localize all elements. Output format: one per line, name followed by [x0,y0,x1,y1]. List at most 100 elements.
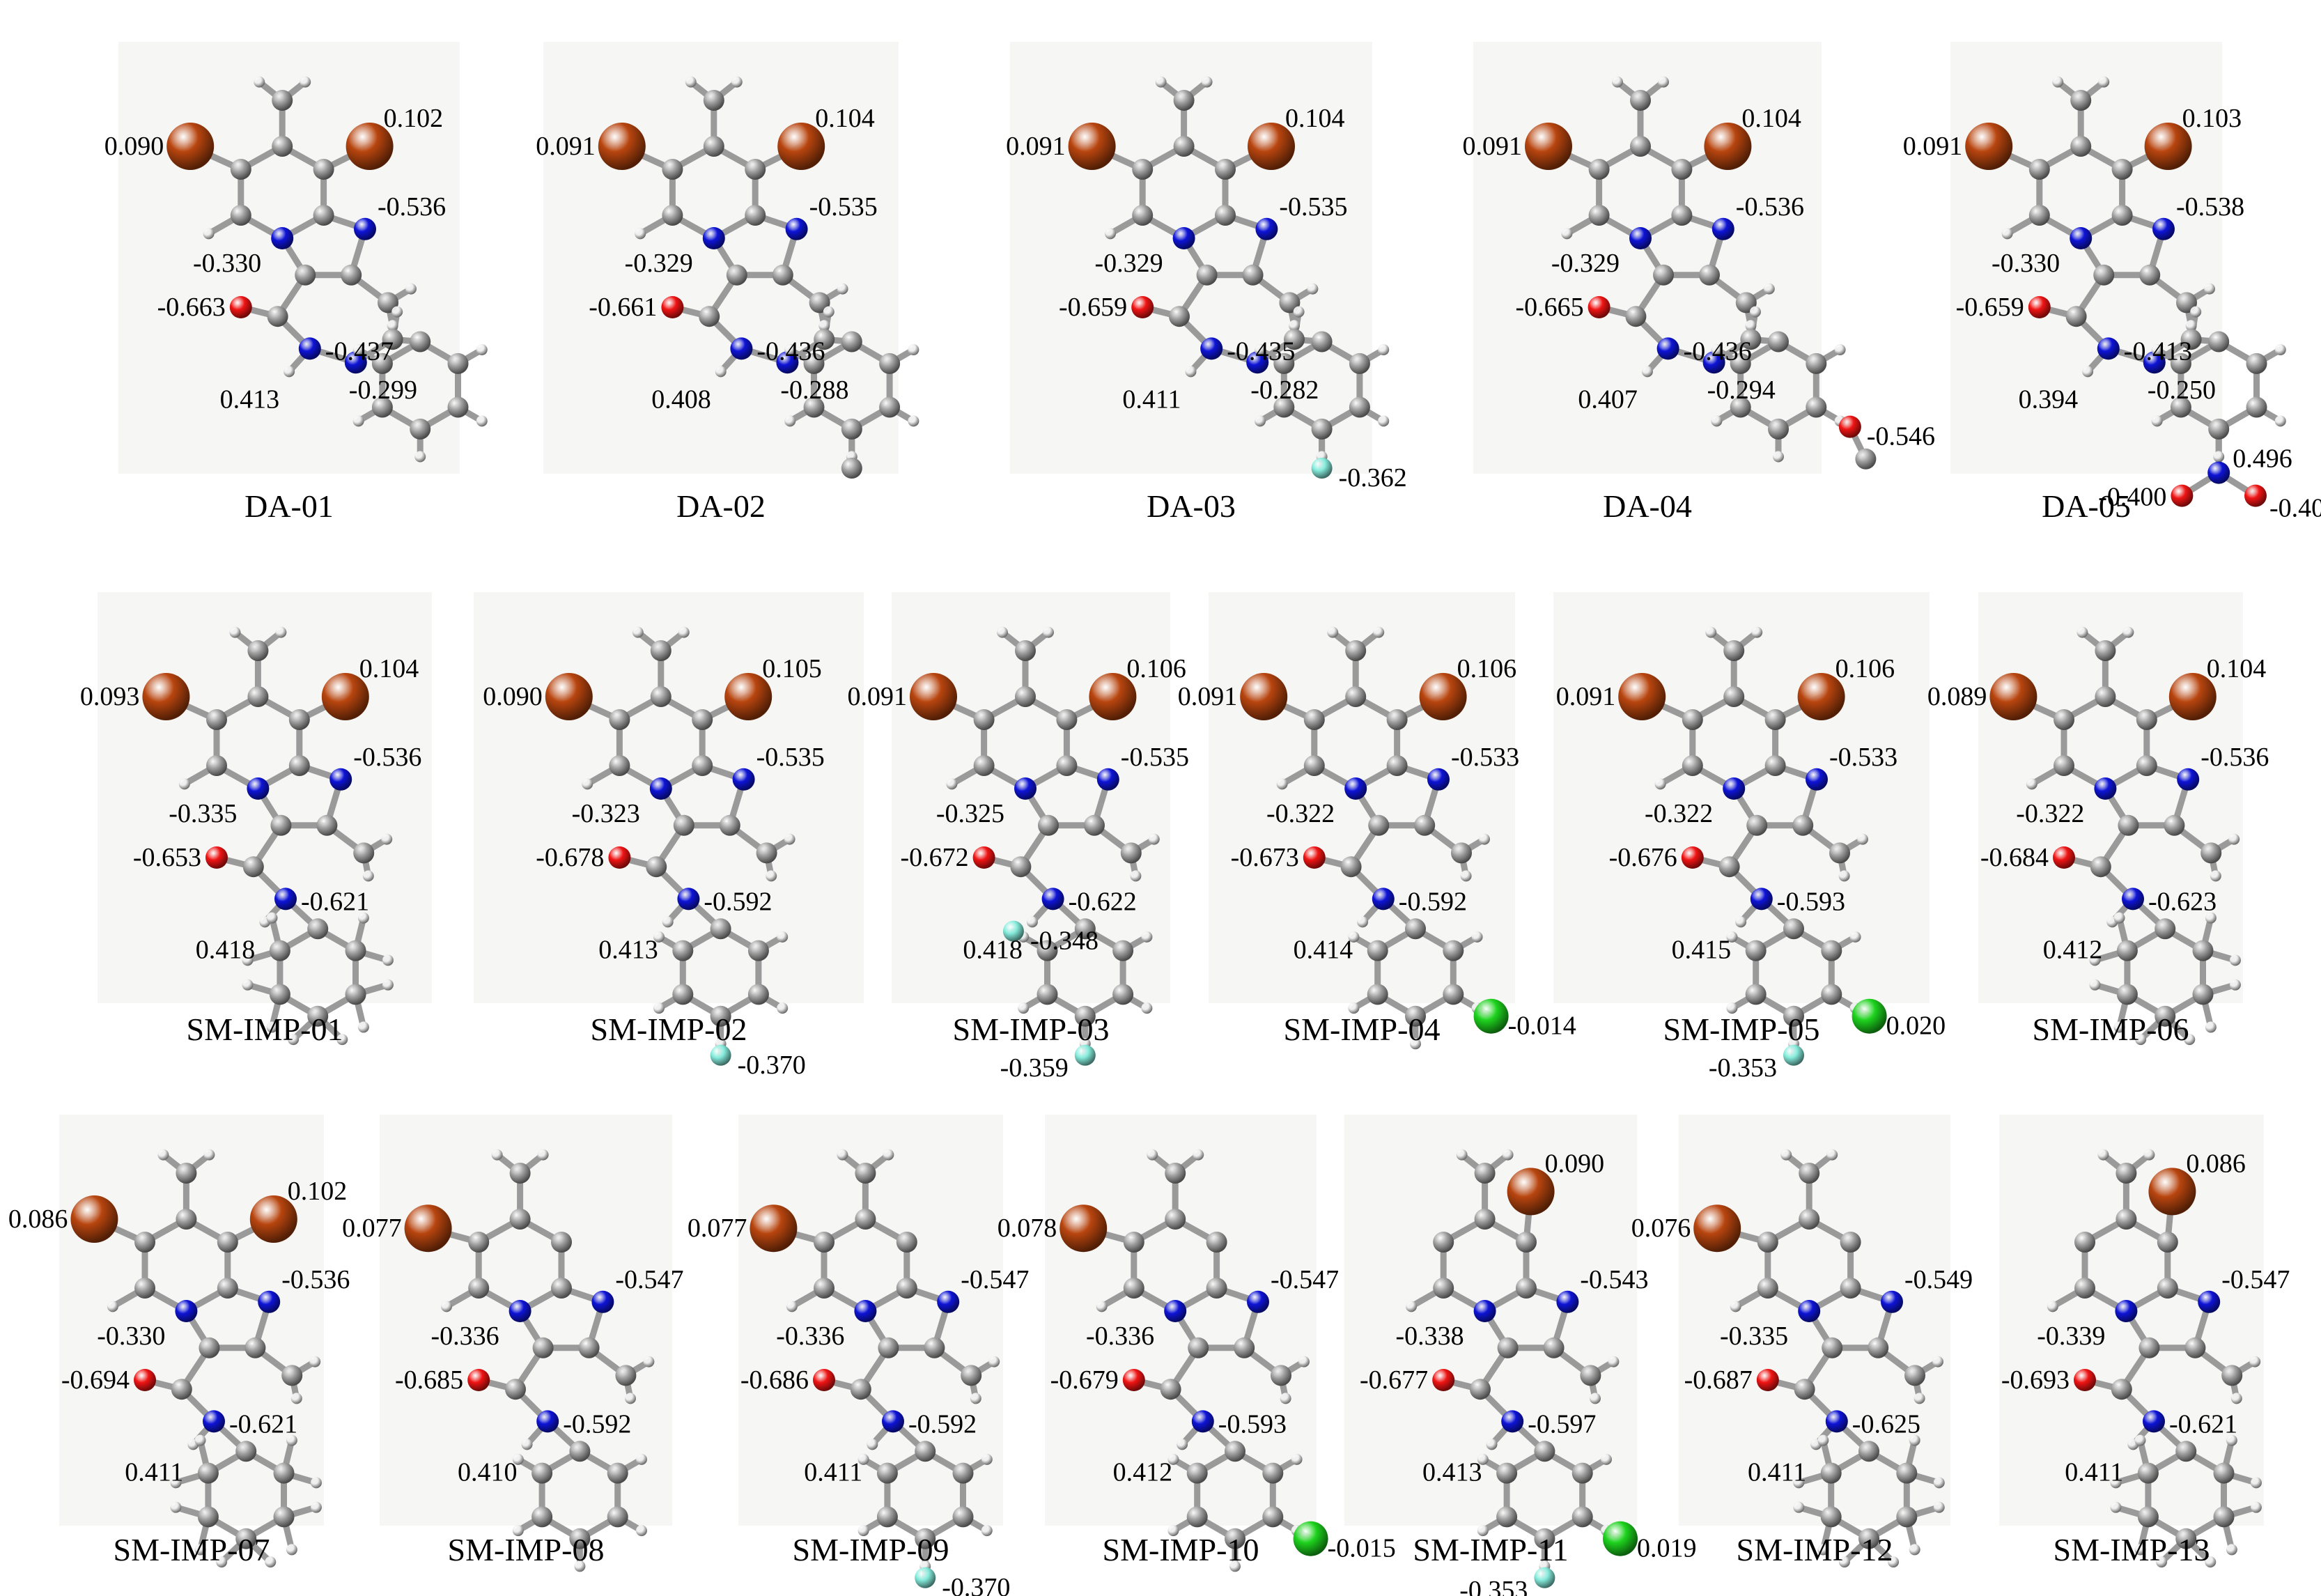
charge-br-left: 0.076 [1631,1214,1691,1243]
nitrogen-atom [1798,1300,1821,1322]
oxygen-atom [1131,296,1154,318]
nitrogen-atom [1344,777,1367,800]
nitrogen-atom [271,227,294,249]
hydrogen-atom [284,366,295,378]
hydrogen-atom [521,1439,533,1450]
carbon-atom [1165,1163,1186,1184]
carbon-atom [468,1278,490,1299]
nitrogen-atom [937,1290,960,1313]
nitrogen-atom [702,227,725,249]
hydrogen-atom [1018,1002,1030,1014]
carbon-atom [1496,1462,1518,1484]
hydrogen-atom [2274,415,2286,427]
carbon-atom [1367,940,1388,961]
nitrogen-atom [274,888,297,911]
charge-oxygen: -0.693 [2001,1365,2070,1395]
charge-br-top: 0.103 [2182,104,2242,133]
carbon-atom [1682,709,1703,730]
bromine-atom [1419,673,1467,720]
hydrogen-atom [908,344,919,356]
molecule-label: DA-03 [1147,488,1236,524]
carbon-atom [1242,264,1264,286]
hydrogen-atom [1471,931,1483,943]
charge-oxygen: -0.679 [1050,1365,1119,1395]
carbon-atom [269,984,290,1005]
carbon-atom [1405,918,1426,940]
carbon-atom [509,1163,531,1184]
nitrogen-atom [1014,777,1037,800]
charge-oxygen: -0.659 [1956,293,2024,322]
hydrogen-atom [491,1149,503,1161]
charge-n-ring: -0.536 [2200,743,2269,772]
charge-oxygen: -0.676 [1609,843,1677,872]
hydrogen-atom [685,76,697,88]
carbon-atom [2136,755,2157,776]
charge-n-bridge: -0.335 [1720,1322,1788,1351]
carbon-atom [2118,814,2139,836]
charge-n-amide: -0.436 [756,336,825,366]
hydrogen-atom [1096,1301,1108,1312]
carbon-atom [650,686,672,707]
carbon-atom [650,640,672,661]
charge-n-amide: -0.625 [1852,1409,1920,1439]
molecule-sm-imp-04: 0.1060.091-0.533-0.322-0.673-0.5920.414-… [1178,592,1576,1050]
molecule-sm-imp-08: 0.077-0.547-0.336-0.685-0.5920.410SM-IMP… [342,1115,684,1572]
hydrogen-atom [784,344,796,356]
charge-hydrogen: 0.411 [125,1457,183,1487]
hydrogen-atom [2113,912,2125,924]
carbon-atom [578,1337,600,1358]
charge-n-amide: -0.437 [325,336,394,366]
carbon-atom [1234,1337,1255,1358]
hydrogen-atom [476,344,488,356]
oxygen-atom [205,846,228,869]
carbon-atom [551,1278,572,1299]
carbon-atom [2028,159,2050,180]
charge-substituent: -0.014 [1508,1012,1576,1041]
nitrogen-atom [1723,777,1746,800]
bromine-atom [142,673,190,720]
carbon-atom [273,1506,295,1528]
carbon-atom [2164,814,2185,836]
hydrogen-atom [1705,626,1717,638]
fluorine-atom [1783,1044,1804,1066]
carbon-atom [1225,1441,1245,1462]
charge-br-left: 0.090 [104,132,164,161]
carbon-atom [841,418,862,440]
charge-n-amide: -0.621 [229,1409,297,1439]
chlorine-atom [1852,998,1887,1034]
charge-n-bridge: -0.339 [2037,1322,2105,1351]
carbon-atom [1262,1506,1284,1528]
nitrogen-atom [354,217,376,240]
oxygen-atom [661,296,684,318]
charge-n-amide: -0.593 [1777,887,1845,916]
carbon-atom [1074,918,1096,940]
carbon-atom [2157,1278,2178,1299]
carbon-atom [1543,1337,1565,1358]
charge-n-ring: -0.535 [756,743,825,772]
molecule-label: DA-05 [2042,488,2131,524]
charge-br-left: 0.091 [536,132,596,161]
molecule-label: SM-IMP-13 [2054,1532,2210,1567]
hydrogen-atom [1293,306,1305,318]
hydrogen-atom [1357,916,1369,928]
charge-oxygen: -0.673 [1231,843,1299,872]
hydrogen-atom [352,415,364,427]
hydrogen-atom [242,979,254,991]
carbon-atom [1188,1337,1209,1358]
hydrogen-atom [1600,1453,1612,1465]
hydrogen-atom [1914,1393,1925,1404]
carbon-atom [1625,306,1647,327]
carbon-atom [814,329,835,350]
charge-br-top: 0.104 [1285,104,1345,133]
hydrogen-atom [170,1477,182,1489]
carbon-atom [176,1163,197,1184]
bromine-atom [321,673,369,720]
charge-n-amide: -0.593 [1218,1409,1287,1439]
hydrogen-atom [1026,916,1038,928]
fluorine-atom [1311,458,1333,479]
hydrogen-atom [1155,76,1167,88]
carbon-atom [1303,709,1325,730]
carbon-atom [273,1462,295,1484]
carbon-atom [1699,264,1720,286]
chlorine-atom [1602,1521,1638,1556]
